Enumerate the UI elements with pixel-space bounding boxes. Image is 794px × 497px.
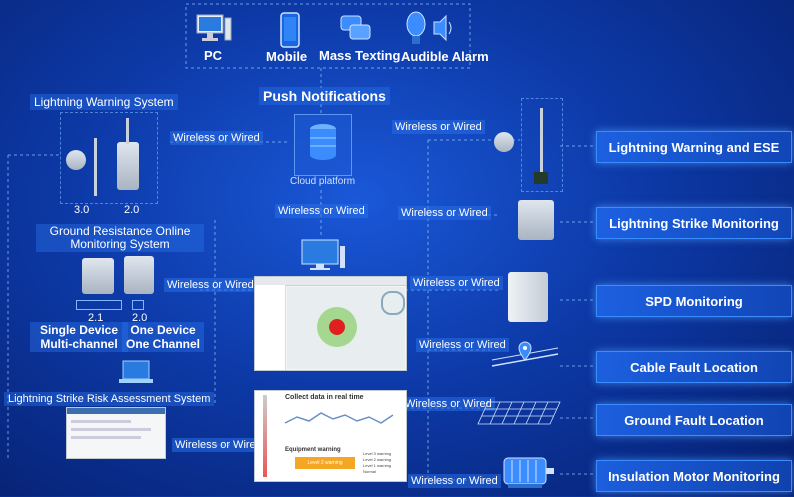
laptop-icon — [117, 359, 155, 387]
legend-level-1: Level 1 warning — [363, 463, 392, 468]
mass-texting-label: Mass Texting — [319, 48, 401, 63]
right-item-motor-monitoring[interactable]: Insulation Motor Monitoring — [596, 460, 792, 492]
push-notifications-label: Push Notifications — [259, 87, 390, 105]
lws-pole-3-0 — [94, 138, 97, 196]
strike-monitor-device — [518, 200, 554, 240]
risk-title: Lightning Strike Risk Assessment System — [4, 392, 215, 406]
strike-zone-inner — [329, 319, 345, 335]
mobile-label: Mobile — [266, 49, 308, 64]
link-label-grounding: Wireless or Wired — [164, 278, 257, 292]
grounding-version-2-1: 2.1 — [88, 312, 104, 324]
map-screenshot — [254, 276, 407, 371]
grounding-device-2-0 — [124, 256, 154, 294]
lws-sensor-3-0 — [66, 150, 86, 170]
link-label-motor: Wireless or Wired — [408, 474, 501, 488]
motor-icon — [498, 452, 556, 492]
right-item-spd-monitoring[interactable]: SPD Monitoring — [596, 285, 792, 317]
link-label-strike: Wireless or Wired — [398, 206, 491, 220]
grounding-device-2-1 — [82, 258, 114, 294]
lws-cabinet-2-0 — [117, 142, 139, 190]
ese-base — [534, 172, 548, 184]
right-item-strike-monitoring[interactable]: Lightning Strike Monitoring — [596, 207, 792, 239]
map-gauge — [381, 291, 405, 315]
location-pin-icon — [490, 338, 560, 370]
legend-level-2: Level 2 warning — [363, 457, 392, 462]
lws-panel — [60, 112, 158, 204]
lws-version-2-0: 2.0 — [124, 204, 140, 216]
equipment-warning-label: Equipment warning — [285, 447, 341, 453]
link-label-risk: Wireless or Wired — [172, 438, 265, 452]
single-device-label: Single Device Multi-channel — [30, 322, 128, 352]
right-item-ground-fault[interactable]: Ground Fault Location — [596, 404, 792, 436]
legend-level-3: Level 3 warning — [363, 451, 392, 456]
cloud-platform-icon — [294, 114, 352, 176]
ground-grid-icon — [476, 400, 562, 426]
ese-sensor — [494, 132, 514, 152]
lws-pole-2-0 — [126, 118, 129, 144]
legend-normal: Normal — [363, 469, 376, 474]
link-label-lws: Wireless or Wired — [170, 131, 263, 145]
realtime-title: Collect data in real time — [285, 394, 364, 401]
grounding-title: Ground Resistance Online Monitoring Syst… — [36, 224, 204, 252]
mobile-icon — [279, 12, 301, 48]
ese-pole — [540, 108, 543, 174]
pc-icon — [196, 14, 232, 44]
link-label-ground-fault: Wireless or Wired — [402, 397, 495, 411]
single-channel-box — [132, 300, 144, 310]
channel-boxes — [76, 300, 122, 310]
link-label-cloud: Wireless or Wired — [275, 204, 368, 218]
right-item-cable-fault[interactable]: Cable Fault Location — [596, 351, 792, 383]
link-label-spd: Wireless or Wired — [410, 276, 503, 290]
audible-alarm-icon — [404, 10, 456, 46]
realtime-chart — [284, 412, 394, 424]
one-device-label: One Device One Channel — [122, 322, 204, 352]
spd-device — [508, 272, 548, 322]
mass-texting-icon — [340, 14, 372, 44]
grounding-version-2-0: 2.0 — [132, 312, 148, 324]
cloud-platform-label: Cloud platform — [290, 176, 356, 187]
audible-alarm-label: Audible Alarm — [401, 49, 489, 64]
lws-version-3-0: 3.0 — [74, 204, 90, 216]
realtime-screenshot: Collect data in real time Equipment warn… — [254, 390, 407, 482]
lws-title: Lightning Warning System — [30, 94, 178, 110]
equipment-rod — [263, 395, 267, 477]
monitor-icon — [300, 238, 346, 272]
warning-legend: Level 3 warning Level 2 warning Level 1 … — [363, 451, 391, 475]
link-label-ese: Wireless or Wired — [392, 120, 485, 134]
ese-panel — [521, 98, 563, 192]
link-label-cable: Wireless or Wired — [416, 338, 509, 352]
risk-screenshot — [66, 407, 166, 459]
right-item-ese[interactable]: Lightning Warning and ESE — [596, 131, 792, 163]
pc-label: PC — [204, 48, 223, 63]
level-warning-badge: Level 2 warning — [295, 457, 355, 469]
